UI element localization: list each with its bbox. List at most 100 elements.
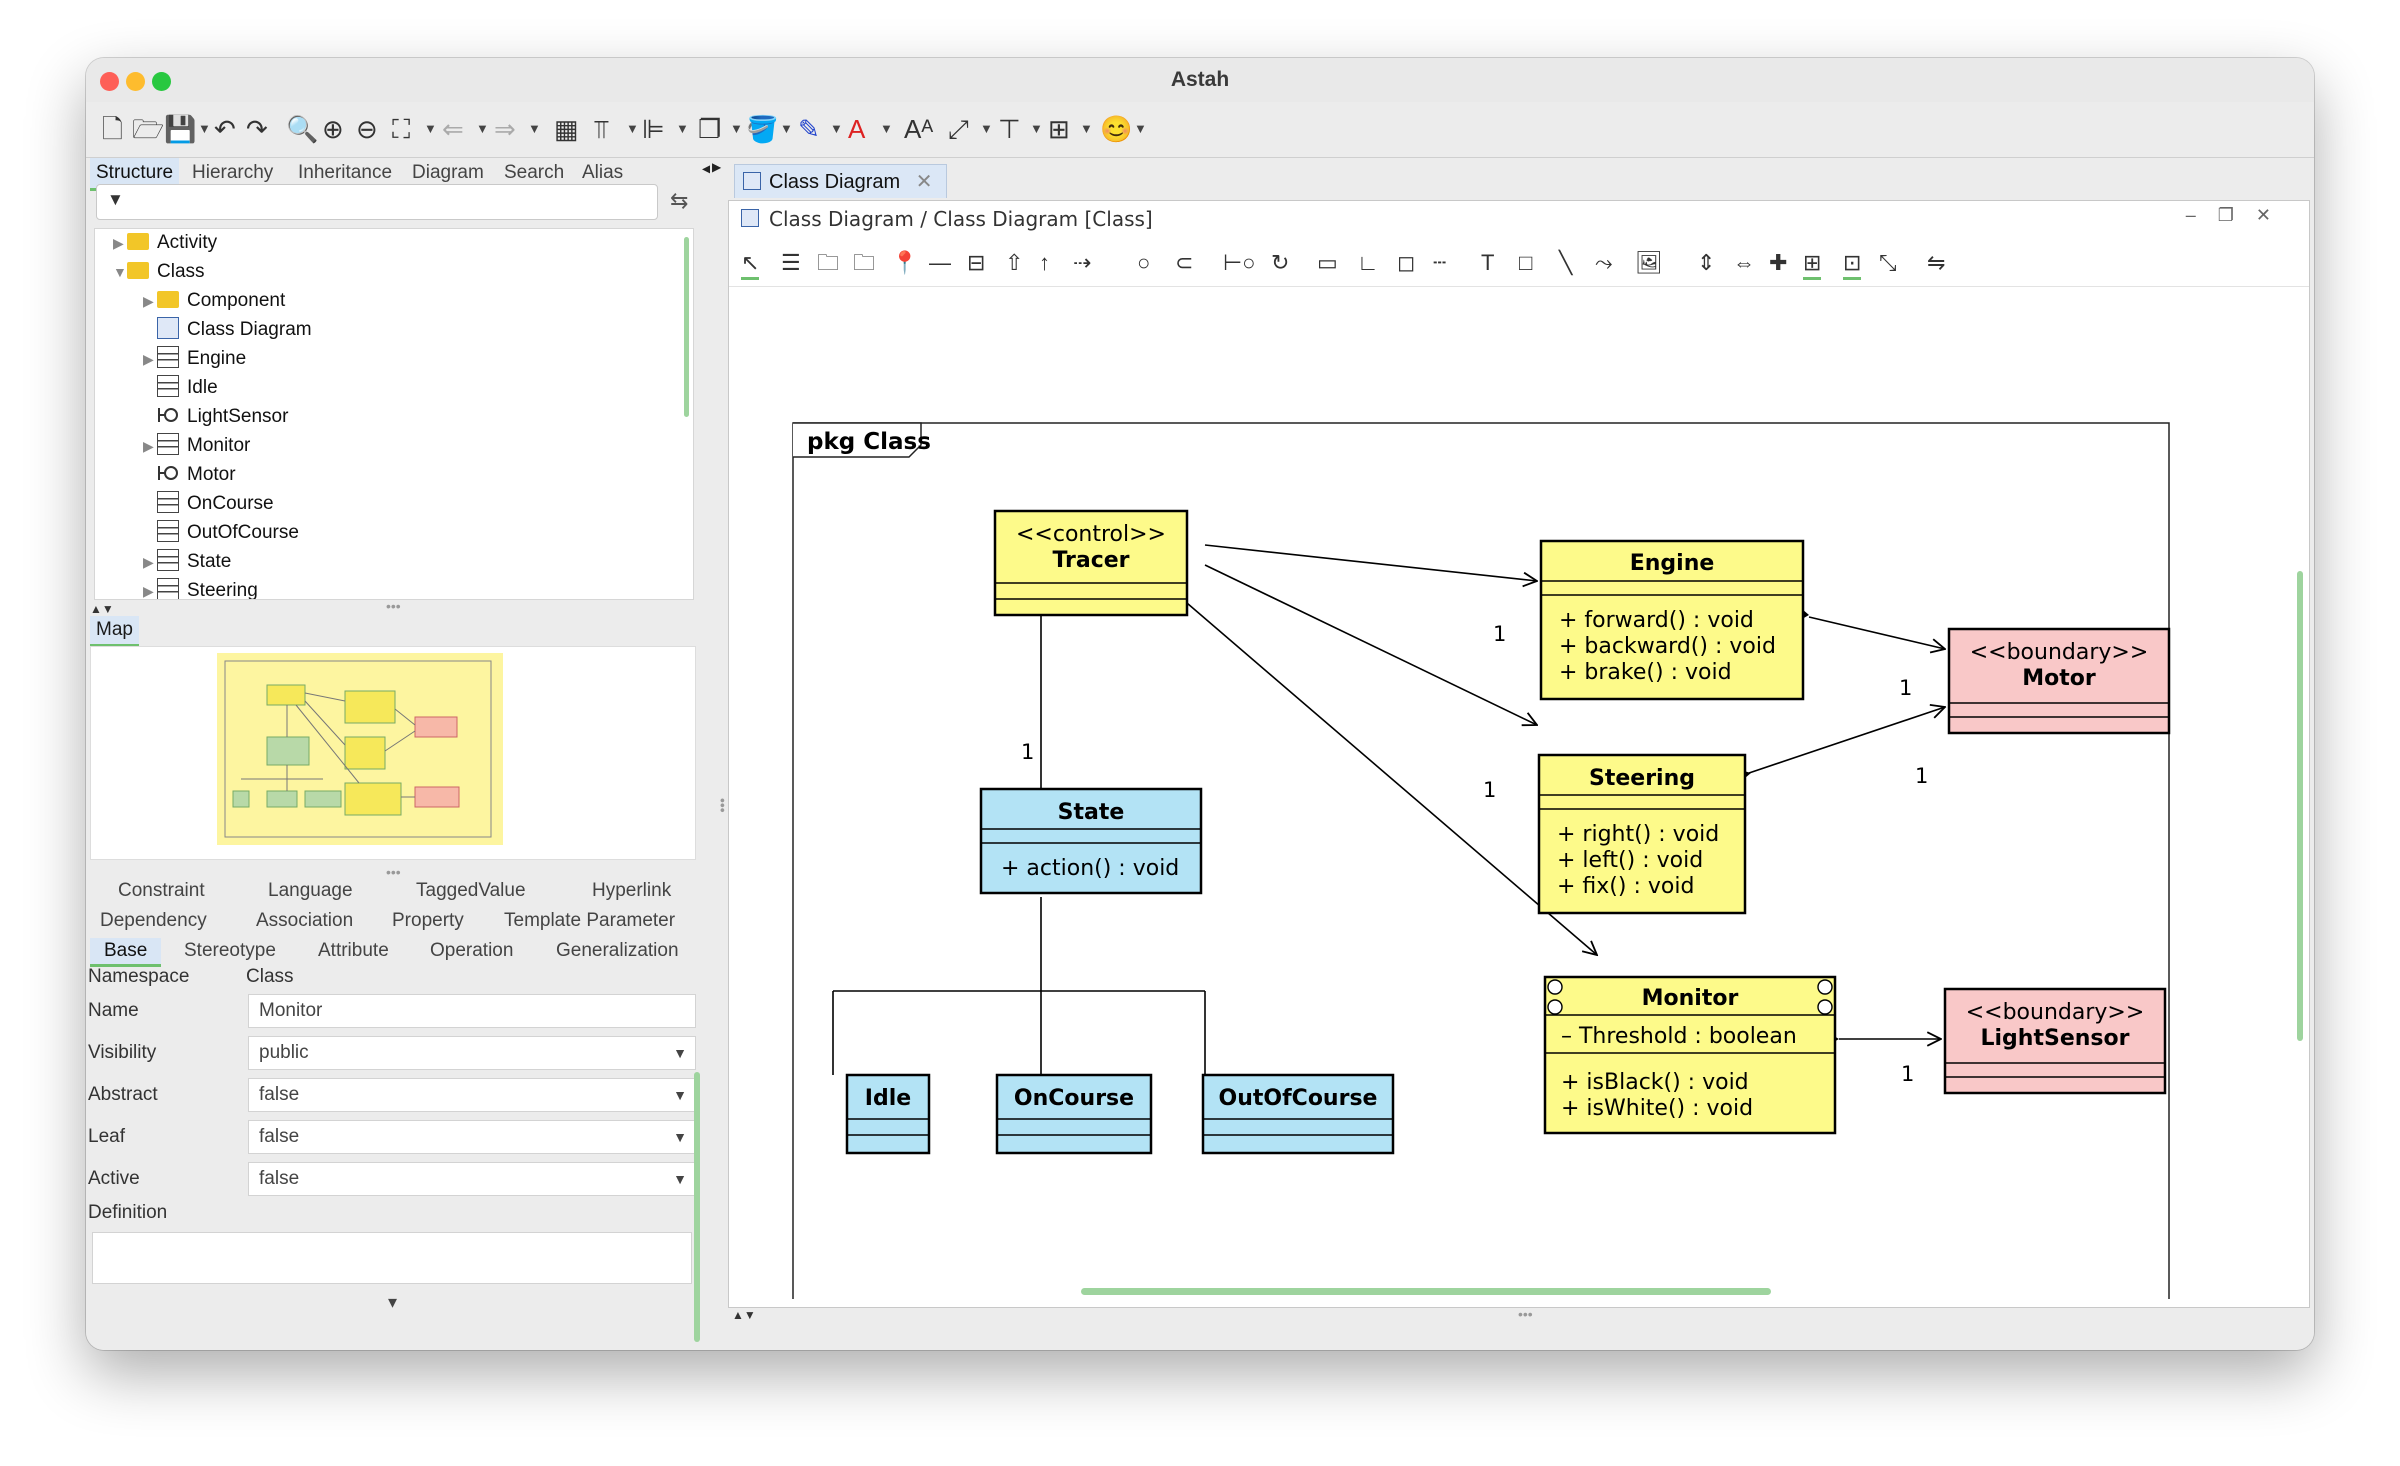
dependency-tool-icon[interactable]: ⇢ <box>1073 250 1092 275</box>
tab-template-parameter[interactable]: Template Parameter <box>504 910 676 931</box>
package-tool-icon[interactable]: 🗀 <box>817 250 840 275</box>
tab-class-diagram[interactable]: Class Diagram ✕ <box>734 164 948 198</box>
fill-dropdown-icon[interactable]: ▼ <box>780 121 793 136</box>
note-anchor-icon[interactable]: ┄ <box>1433 250 1447 275</box>
required-interface-icon[interactable]: ⊂ <box>1175 250 1194 275</box>
align-top-icon[interactable]: ⫪ <box>594 114 609 144</box>
tree-item-activity[interactable]: ▶Activity <box>113 229 217 257</box>
save-icon[interactable]: 💾 <box>164 114 197 144</box>
fit-dropdown-icon[interactable]: ▼ <box>424 121 437 136</box>
class-engine[interactable]: Engine + forward() : void + backward() :… <box>1539 539 1805 701</box>
class-monitor[interactable]: Monitor – Threshold : boolean + isBlack(… <box>1543 975 1837 1135</box>
class-motor[interactable]: <<boundary>> Motor <box>1947 627 2171 735</box>
expand-arrow-icon[interactable]: ▶ <box>143 554 154 570</box>
pin-icon[interactable]: ✚ <box>1769 250 1788 275</box>
minimize-window-button[interactable] <box>126 72 145 91</box>
class-idle[interactable]: Idle <box>845 1073 931 1155</box>
selection-handle[interactable] <box>1547 999 1563 1015</box>
collapse-arrow-icon[interactable]: ▼ <box>113 264 127 280</box>
active-select[interactable]: false▼ <box>248 1162 696 1196</box>
freehand-tool-icon[interactable]: ⤳ <box>1595 250 1613 275</box>
close-window-button[interactable] <box>100 72 119 91</box>
rectangle-tool-icon[interactable]: □ <box>1519 250 1533 275</box>
tree-scrollbar[interactable] <box>684 237 689 417</box>
back-dropdown-icon[interactable]: ▼ <box>476 121 489 136</box>
tab-inheritance[interactable]: Inheritance <box>298 162 393 183</box>
tree-filter-input[interactable]: ▼ <box>96 184 658 220</box>
class-lightsensor[interactable]: <<boundary>> LightSensor <box>1943 987 2167 1095</box>
note-tool-icon[interactable]: ◻ <box>1397 250 1416 275</box>
selection-handle[interactable] <box>1817 979 1833 995</box>
tab-base[interactable]: Base <box>90 938 162 967</box>
tab-diagram[interactable]: Diagram <box>412 162 484 183</box>
scroll-down-icon[interactable]: ▾ <box>388 1292 398 1312</box>
splitter-handle[interactable]: ••• <box>386 598 401 614</box>
zoom-window-button[interactable] <box>152 72 171 91</box>
arrange-icon[interactable]: ❐ <box>698 114 722 144</box>
splitter-handle[interactable]: ••• <box>1518 1306 1533 1322</box>
resize-icon[interactable]: ⤡ <box>1879 250 1897 275</box>
tree-layout-icon[interactable]: ⊤ <box>998 114 1021 144</box>
tab-hierarchy[interactable]: Hierarchy <box>192 162 274 183</box>
tab-association[interactable]: Association <box>256 910 354 931</box>
class-tool-icon[interactable]: ☰ <box>781 250 801 275</box>
space-vertical-icon[interactable]: ⇕ <box>1697 250 1716 275</box>
line-tool-icon[interactable]: ╲ <box>1559 250 1573 275</box>
close-tab-icon[interactable]: ✕ <box>915 171 933 193</box>
forward-icon[interactable]: ⇒ <box>494 114 516 144</box>
tab-alias[interactable]: Alias <box>582 162 624 183</box>
name-field[interactable]: Monitor <box>248 994 696 1028</box>
selection-handle[interactable] <box>1547 979 1563 995</box>
tree-item-class-diagram[interactable]: Class Diagram <box>157 316 312 344</box>
tab-search[interactable]: Search <box>504 162 565 183</box>
canvas-vertical-scrollbar[interactable] <box>2297 571 2303 1041</box>
arrange-dropdown-icon[interactable]: ▼ <box>730 121 743 136</box>
class-tracer[interactable]: <<control>> Tracer <box>993 509 1189 617</box>
tab-dependency[interactable]: Dependency <box>100 910 207 931</box>
leaf-select[interactable]: false▼ <box>248 1120 696 1154</box>
association-tool-icon[interactable]: — <box>929 250 951 275</box>
tree-layout-dropdown-icon[interactable]: ▼ <box>1030 121 1043 136</box>
undo-icon[interactable]: ↶ <box>214 114 236 144</box>
redo-icon[interactable]: ↷ <box>246 114 268 144</box>
route-icon[interactable]: ⇋ <box>1927 250 1946 275</box>
text-tool-icon[interactable]: T <box>1481 250 1495 275</box>
image-tool-icon[interactable]: 🖼 <box>1635 250 1663 275</box>
align-left-dropdown-icon[interactable]: ▼ <box>676 121 689 136</box>
select-tool-icon[interactable]: ↖ <box>741 249 760 280</box>
zoom-icon[interactable]: 🔍 <box>286 114 319 144</box>
tree-item-steering[interactable]: ▶Steering <box>143 577 258 599</box>
expand-arrow-icon[interactable]: ▶ <box>113 235 124 251</box>
sync-icon[interactable]: ⇆ <box>670 188 689 213</box>
tab-stereotype[interactable]: Stereotype <box>184 940 276 961</box>
add-compartment-icon[interactable]: ⊡ <box>1843 249 1862 280</box>
tab-language[interactable]: Language <box>268 880 353 901</box>
back-icon[interactable]: ⇐ <box>442 114 464 144</box>
fill-color-icon[interactable]: 🪣 <box>746 114 779 144</box>
minimize-icon[interactable]: – <box>2185 205 2218 225</box>
line-color-icon[interactable]: ✎ <box>798 114 820 144</box>
tab-map[interactable]: Map <box>90 616 139 647</box>
new-file-icon[interactable]: 🗋 <box>102 114 123 144</box>
tab-taggedvalue[interactable]: TaggedValue <box>416 880 526 901</box>
class-outofcourse[interactable]: OutOfCourse <box>1201 1073 1395 1155</box>
boundary-tool-icon[interactable]: ⊢○ <box>1223 250 1256 275</box>
zoom-out-icon[interactable]: ⊖ <box>356 114 378 144</box>
layout-icon[interactable]: ⊞ <box>1048 114 1070 144</box>
selection-handle[interactable] <box>1817 999 1833 1015</box>
splitter-arrows-icon[interactable]: ▲▼ <box>90 602 114 616</box>
diagram-map[interactable] <box>90 646 696 860</box>
fit-window-icon[interactable]: ⛶ <box>392 114 411 144</box>
tree-item-component[interactable]: ▶Component <box>143 287 285 315</box>
expand-arrow-icon[interactable]: ▶ <box>143 438 154 454</box>
tab-generalization[interactable]: Generalization <box>556 940 679 961</box>
line-style-dropdown-icon[interactable]: ▼ <box>980 121 993 136</box>
tree-item-idle[interactable]: Idle <box>157 374 218 402</box>
generalization-tool-icon[interactable]: ⇧ <box>1005 250 1024 275</box>
visibility-select[interactable]: public▼ <box>248 1036 696 1070</box>
pin-tool-icon[interactable]: 📍 <box>891 250 919 275</box>
splitter-handle[interactable]: ••• <box>386 864 401 880</box>
tab-operation[interactable]: Operation <box>430 940 514 961</box>
class-state[interactable]: State + action() : void <box>979 787 1203 895</box>
expand-arrow-icon[interactable]: ▶ <box>143 351 154 367</box>
